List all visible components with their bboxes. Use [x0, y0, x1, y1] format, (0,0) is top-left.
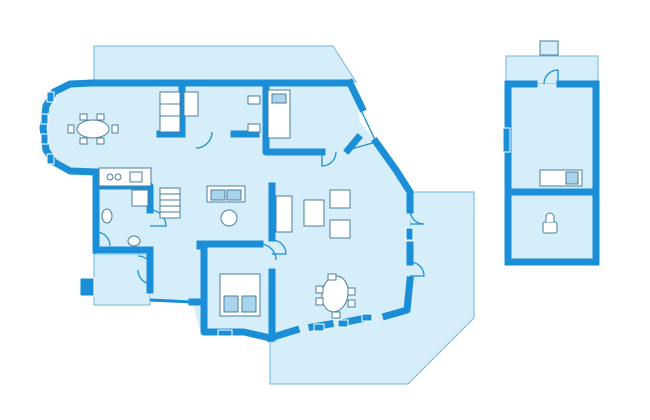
- window-icon: [502, 127, 511, 153]
- study-east-wall: [343, 133, 363, 155]
- table: [303, 199, 325, 227]
- chair: [315, 285, 324, 294]
- door-swing-icon: [271, 239, 287, 255]
- chair: [347, 299, 356, 308]
- chair: [247, 123, 261, 133]
- door-swing-icon: [259, 243, 277, 261]
- window-icon: [46, 91, 55, 103]
- coffee-table: [220, 209, 238, 227]
- doors: [95, 107, 425, 285]
- annex-porch: [505, 55, 599, 85]
- pillow: [271, 93, 287, 104]
- chair: [315, 297, 324, 306]
- window-icon: [313, 323, 325, 332]
- shower: [131, 189, 149, 207]
- door-swing-icon: [137, 255, 153, 271]
- chair: [79, 113, 88, 121]
- door-swing-icon: [195, 131, 213, 149]
- window-icon: [79, 277, 95, 297]
- lock-icon: [542, 212, 558, 234]
- chair: [67, 124, 75, 134]
- door-swing-icon: [409, 261, 425, 277]
- chair: [96, 137, 105, 145]
- chair: [247, 95, 261, 105]
- window-icon: [337, 319, 349, 328]
- toilet: [101, 208, 113, 224]
- north-terrace: [93, 45, 357, 83]
- sink: [127, 235, 141, 247]
- pillow: [565, 171, 579, 185]
- door-swing-icon: [137, 269, 153, 285]
- stairs: [159, 187, 181, 219]
- chair: [331, 311, 341, 319]
- east-angled-wall: [371, 137, 414, 214]
- annex: [502, 40, 600, 266]
- southeast-wall: [381, 276, 414, 321]
- door-swing-icon: [543, 69, 559, 85]
- shelf: [183, 91, 199, 117]
- armchair: [329, 219, 351, 239]
- chair: [327, 273, 337, 281]
- bay-window-wall: [39, 79, 100, 176]
- chair: [96, 113, 105, 121]
- shelf: [159, 91, 181, 133]
- window-icon: [405, 227, 414, 241]
- door-swing-icon: [347, 107, 377, 151]
- window-icon: [361, 313, 373, 322]
- window-icon: [40, 113, 49, 125]
- study-wall: [262, 84, 326, 156]
- annex-walls: [504, 80, 600, 266]
- window-icon: [40, 133, 49, 145]
- armchair: [329, 189, 351, 209]
- terraces: [93, 45, 599, 385]
- porch-wall: [149, 298, 193, 304]
- door-swing-icon: [409, 209, 425, 225]
- window-icon: [46, 153, 55, 165]
- chair: [79, 137, 88, 145]
- windows: [40, 91, 414, 337]
- chair: [347, 287, 356, 296]
- door-swing-icon: [95, 231, 111, 247]
- northeast-wall: [345, 78, 367, 113]
- pillow: [223, 295, 239, 313]
- chimney: [539, 40, 559, 56]
- chair: [111, 124, 119, 134]
- dining-table: [76, 119, 110, 139]
- door-swing-icon: [321, 151, 337, 167]
- armchair: [275, 195, 293, 233]
- window-icon: [217, 329, 233, 337]
- pillow: [241, 295, 257, 313]
- furniture: [67, 89, 356, 319]
